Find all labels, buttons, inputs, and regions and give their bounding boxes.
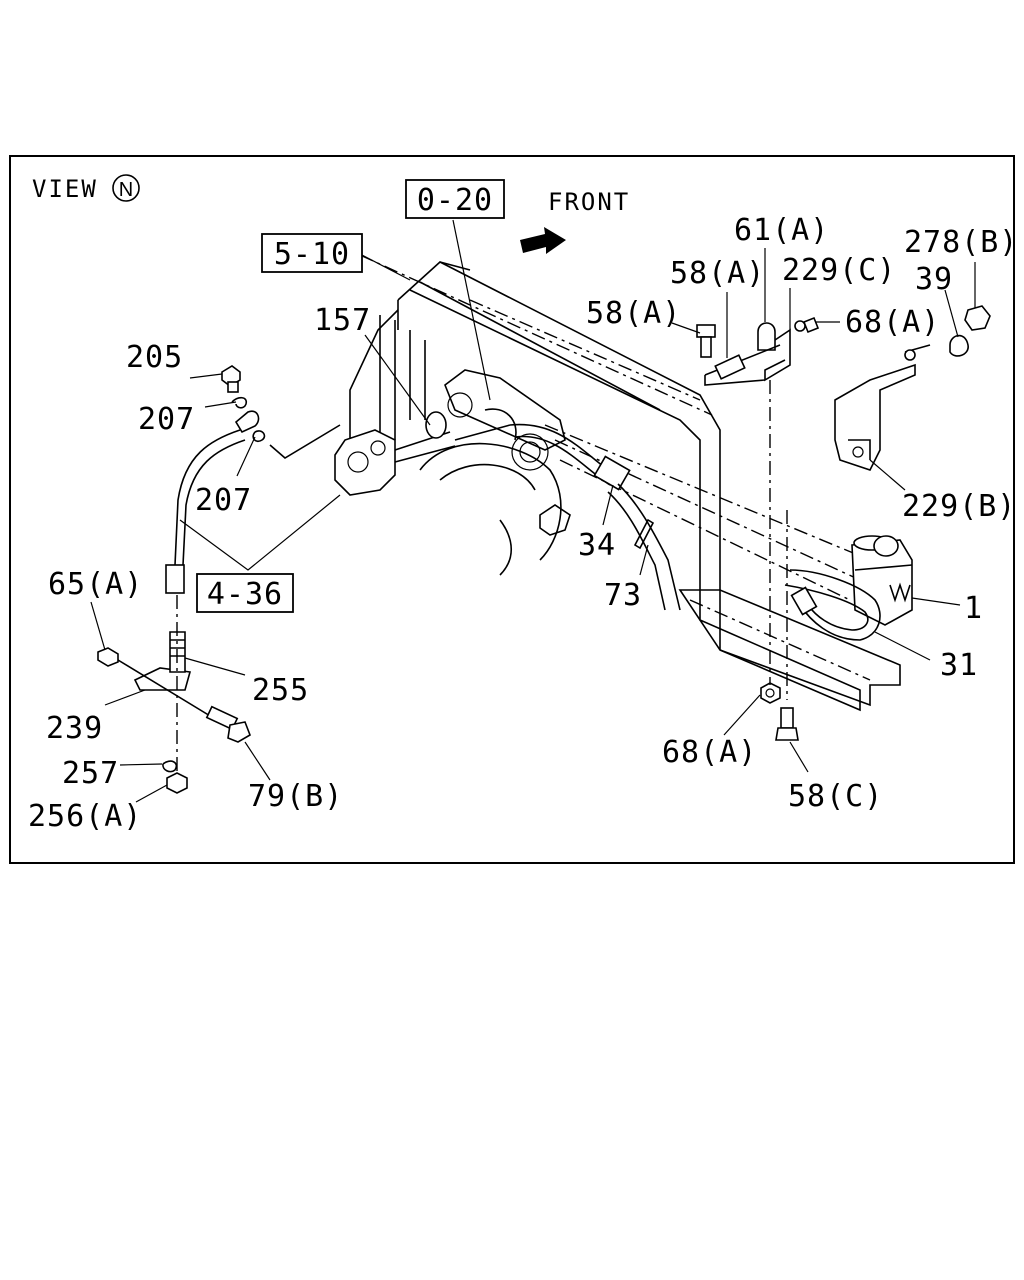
ref-box-0-20-label: 0-20 [417,183,493,218]
pipes [784,569,881,641]
callout-58a-upper: 58(A) [670,256,765,291]
callout-73: 73 [604,578,642,613]
callout-229c: 229(C) [782,253,896,288]
callout-61a: 61(A) [734,213,829,248]
callout-34: 34 [578,528,616,563]
arrow-icon [520,227,566,254]
callout-256a: 256(A) [28,799,142,834]
callout-68a-lower: 68(A) [662,735,757,770]
view-marker-circle [112,174,140,202]
reservoir [851,535,913,626]
callout-257: 257 [62,756,119,791]
callout-79b: 79(B) [248,779,343,814]
callout-31: 31 [940,648,978,683]
view-marker: N [119,179,133,201]
lower-fasteners [760,380,799,741]
callout-229b: 229(B) [902,489,1016,524]
pump-assembly [334,424,511,496]
callout-255: 255 [252,673,309,708]
pressure-hose [165,365,341,594]
callout-58c: 58(C) [788,779,883,814]
direction-label: FRONT [548,188,630,216]
ref-box-4-36-label: 4-36 [207,577,283,612]
leader-lines [90,219,976,803]
stud-assembly [904,305,991,361]
ref-box-5-10 [261,233,363,273]
view-label: VIEW [32,175,98,203]
bracket [834,363,916,471]
callout-1: 1 [964,591,983,626]
callout-58a-left: 58(A) [586,296,681,331]
callout-65a: 65(A) [48,567,143,602]
callout-207-lower: 207 [195,483,252,518]
o-ring [425,411,447,439]
ref-box-5-10-label: 5-10 [274,237,350,272]
callout-278b: 278(B) [904,225,1018,260]
callout-157: 157 [314,303,371,338]
callout-68a-upper: 68(A) [845,305,940,340]
engine-outline [349,254,901,712]
callout-239: 239 [46,711,103,746]
ref-box-0-20 [405,179,505,219]
left-bracket [97,595,251,794]
ref-box-4-36 [196,573,294,613]
clamp-assembly [696,316,820,386]
callout-207-upper: 207 [138,402,195,437]
callout-205: 205 [126,340,183,375]
callout-39: 39 [915,262,953,297]
diagram-frame [9,155,1015,864]
hose [509,423,681,611]
